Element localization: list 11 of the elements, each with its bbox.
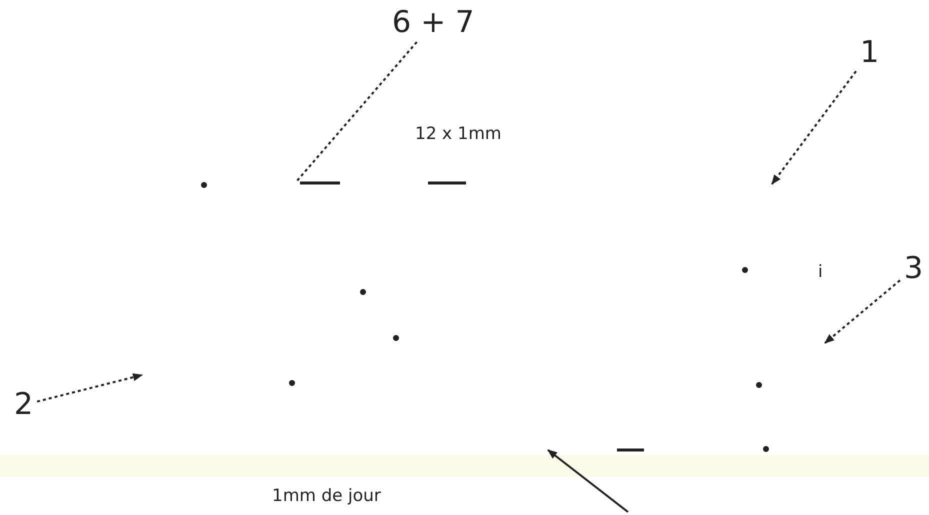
leader-line [295,41,418,183]
callout-number: 6 + 7 [392,8,474,38]
dimension-text: 12 x 1mm [415,124,502,144]
leader-line [36,373,143,403]
callout-number: 1 [860,38,880,68]
callout-number: 2 [14,390,34,420]
callout-number: 3 [904,254,924,284]
leader-line [824,280,901,344]
leader-line [771,70,857,185]
part-label: i [818,262,823,282]
dimension-text: 1mm de jour [272,486,381,506]
